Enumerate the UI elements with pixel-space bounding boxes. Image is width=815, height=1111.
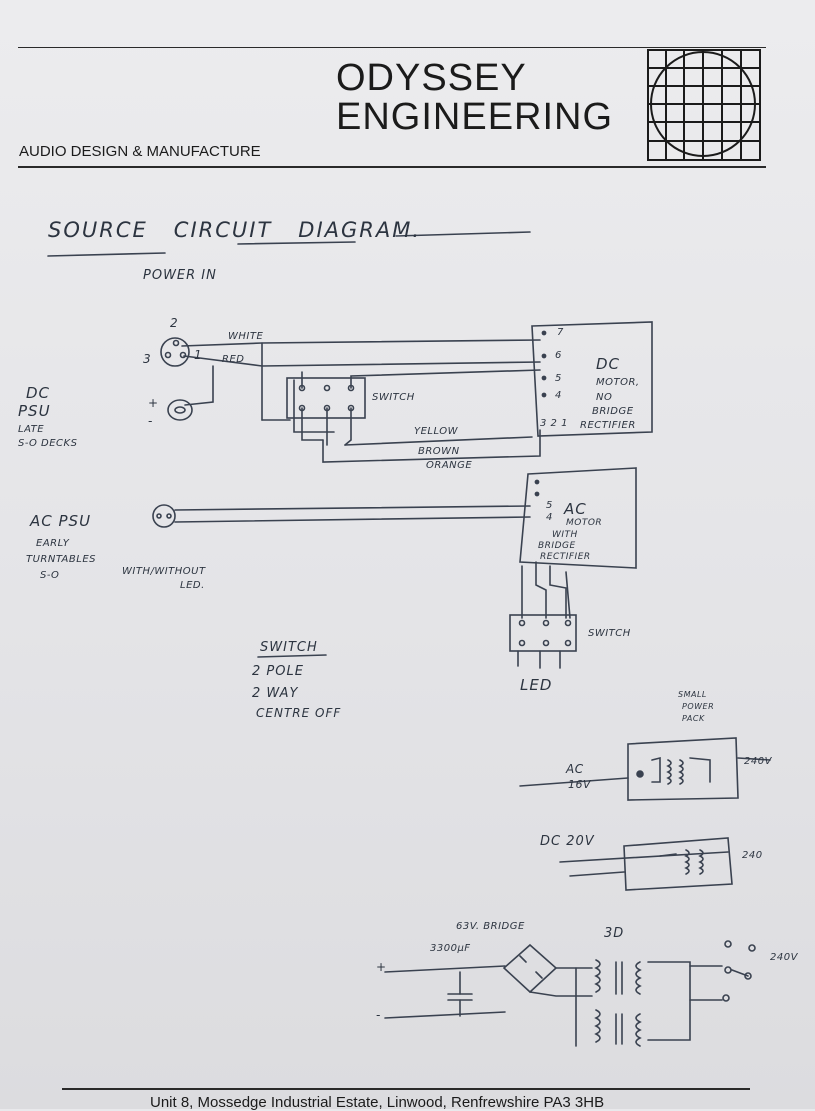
dc-motor-line-3: NO: [596, 392, 613, 403]
header-bottom-rule: [18, 166, 766, 168]
ac-psu-line-1: AC PSU: [30, 512, 92, 530]
ac-motor-pin-5: 5: [546, 500, 553, 511]
dc-motor-pin-5: 5: [555, 373, 562, 384]
ac-motor-line-5: RECTIFIER: [540, 552, 591, 562]
with-without-line-2: LED.: [180, 580, 205, 591]
ac-pack-line-2: 16V: [568, 778, 592, 791]
dc-motor-line-4: BRIDGE: [592, 406, 634, 417]
ac-psu-line-4: S-O: [40, 570, 60, 581]
top-switch-label: SWITCH: [372, 392, 415, 403]
switch-note-line-4: CENTRE OFF: [256, 706, 342, 720]
yellow-wire-label: YELLOW: [414, 426, 459, 437]
dc-pack-mains-label: 240: [742, 850, 763, 861]
bottom-mains-label: 240V: [770, 952, 798, 963]
switch-note-line-3: 2 WAY: [252, 686, 299, 701]
dc-psu-line-4: S-O DECKS: [18, 438, 78, 449]
with-without-line-1: WITH/WITHOUT: [122, 566, 206, 577]
led-label: LED: [520, 676, 553, 694]
pin-3-label: 3: [143, 352, 152, 366]
ac-psu-line-2: EARLY: [36, 538, 70, 549]
small-power-pack-line-1: SMALL: [678, 690, 707, 699]
ac-motor-line-3: WITH: [552, 530, 578, 540]
ac-pack-mains-label: 240V: [744, 756, 772, 767]
capacitor-label: 3300μF: [430, 943, 471, 954]
dc-psu-line-1: DC: [26, 384, 51, 402]
pin-1-label: 1: [194, 348, 203, 362]
minus-label: -: [148, 414, 153, 428]
three-d-label: 3D: [604, 926, 625, 941]
footer-address: Unit 8, Mossedge Industrial Estate, Linw…: [150, 1094, 605, 1111]
bottom-minus-label: -: [376, 1008, 381, 1022]
ac-motor-line-2: MOTOR: [566, 518, 603, 528]
power-in-label: POWER IN: [143, 268, 217, 283]
tagline: AUDIO DESIGN & MANUFACTURE: [19, 143, 261, 160]
bottom-plus-label: +: [376, 960, 387, 974]
diagram-title: SOURCE CIRCUIT DIAGRAM.: [48, 218, 422, 242]
switch-note-line-1: SWITCH: [260, 640, 318, 655]
ac-psu-line-3: TURNTABLES: [26, 554, 96, 565]
footer-rule: [62, 1088, 750, 1090]
header-top-rule: [18, 47, 766, 48]
dc-motor-pin-4: 4: [555, 390, 562, 401]
ac-motor-pin-4: 4: [546, 512, 553, 523]
dc-motor-line-1: DC: [596, 355, 621, 373]
bridge-label: 63V. BRIDGE: [456, 921, 525, 932]
ac-pack-line-1: AC: [566, 762, 584, 776]
dc-motor-pin-321: 3 2 1: [540, 418, 568, 429]
small-power-pack-line-2: POWER: [682, 702, 715, 711]
small-power-pack-line-3: PACK: [682, 714, 705, 723]
brand-line-2: ENGINEERING: [336, 96, 614, 138]
bottom-switch-label: SWITCH: [588, 628, 631, 639]
dc-motor-line-2: MOTOR,: [596, 377, 640, 388]
ac-motor-line-1: AC: [564, 500, 587, 518]
dc-psu-line-3: LATE: [18, 424, 45, 435]
white-wire-label: WHITE: [228, 331, 264, 342]
dc-motor-line-5: RECTIFIER: [580, 420, 636, 431]
brown-wire-label: BROWN: [418, 446, 460, 457]
dc-pack-label: DC 20V: [540, 834, 595, 849]
dc-motor-pin-7: 7: [557, 327, 564, 338]
red-wire-label: RED: [222, 354, 245, 365]
pin-2-label: 2: [170, 316, 179, 330]
dc-psu-line-2: PSU: [18, 402, 51, 420]
plus-label: +: [148, 396, 159, 410]
switch-note-line-2: 2 POLE: [252, 664, 304, 679]
brand-line-1: ODYSSEY: [336, 57, 527, 99]
ac-motor-line-4: BRIDGE: [538, 541, 576, 551]
orange-wire-label: ORANGE: [426, 460, 473, 471]
dc-motor-pin-6: 6: [555, 350, 562, 361]
